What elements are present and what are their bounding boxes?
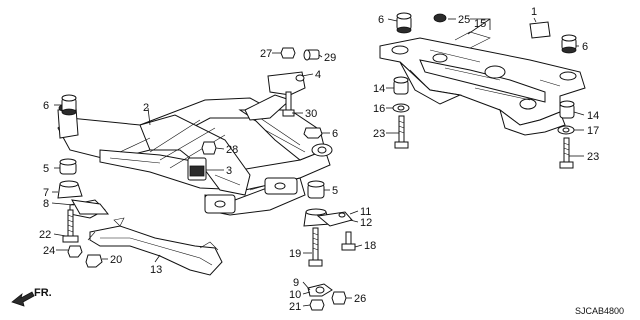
callout-20: 20 xyxy=(110,254,122,266)
callout-13: 13 xyxy=(150,264,162,276)
stopper-7 xyxy=(57,180,83,199)
callout-8: 8 xyxy=(43,198,49,210)
label-sticker-1 xyxy=(529,21,551,39)
callout-14-left: 14 xyxy=(373,83,385,95)
bolt-28 xyxy=(201,141,217,155)
callout-22: 22 xyxy=(39,229,51,241)
callout-1: 1 xyxy=(531,6,537,18)
bushing-5-right xyxy=(307,180,325,199)
bolt-26 xyxy=(331,291,347,305)
bracket-3 xyxy=(187,157,207,181)
callout-6-left: 6 xyxy=(43,100,49,112)
callout-11: 11 xyxy=(360,206,371,218)
callout-15: 15 xyxy=(474,18,486,30)
callout-17: 17 xyxy=(587,125,599,137)
callout-30: 30 xyxy=(305,108,317,120)
bushing-14-right xyxy=(559,100,575,119)
callout-23-left: 23 xyxy=(373,128,385,140)
bolt-30 xyxy=(282,91,295,117)
bushing-6-left xyxy=(61,94,77,116)
diagram-code: SJCAB4800 xyxy=(575,306,624,316)
callout-labels: 2 6 5 7 8 22 24 20 13 28 3 27 29 4 30 6 … xyxy=(39,6,599,313)
bushing-5-left xyxy=(59,158,77,175)
callout-7: 7 xyxy=(43,187,49,199)
front-subframe-15 xyxy=(379,31,586,136)
bolt-18 xyxy=(341,231,356,251)
callout-25: 25 xyxy=(458,14,470,26)
callout-19: 19 xyxy=(289,248,301,260)
callout-14-right: 14 xyxy=(587,110,599,122)
bushing-14-left xyxy=(393,76,409,95)
callout-23-right: 23 xyxy=(587,151,599,163)
callout-21: 21 xyxy=(289,301,301,313)
callout-4: 4 xyxy=(315,69,321,81)
callout-27: 27 xyxy=(260,48,272,60)
bolt-23-right xyxy=(559,137,574,169)
callout-26: 26 xyxy=(354,293,366,305)
callout-6-center: 6 xyxy=(332,128,338,140)
front-arrow-icon xyxy=(11,291,35,307)
washer-17 xyxy=(557,125,575,135)
bushing-6-top-right xyxy=(561,34,577,54)
bushing-25 xyxy=(433,13,447,23)
callout-12: 12 xyxy=(360,217,372,229)
bushing-6-top-left xyxy=(396,12,412,34)
bolt-19 xyxy=(308,227,323,267)
nut-27 xyxy=(280,47,296,59)
callout-2: 2 xyxy=(143,102,149,114)
front-direction-indicator: FR. xyxy=(11,287,52,307)
leader-lines xyxy=(51,17,585,307)
callout-10: 10 xyxy=(289,289,301,301)
callout-24: 24 xyxy=(43,245,55,257)
washer-16 xyxy=(392,103,410,113)
callout-16: 16 xyxy=(373,103,385,115)
callout-5-left: 5 xyxy=(43,163,49,175)
callout-28: 28 xyxy=(226,144,238,156)
callout-18: 18 xyxy=(364,240,376,252)
clamp-9-10 xyxy=(307,283,333,297)
nut-6-center xyxy=(303,127,323,139)
callout-29: 29 xyxy=(324,52,336,64)
bolt-29 xyxy=(303,49,320,61)
stiffener-13 xyxy=(87,217,223,276)
plate-12 xyxy=(316,211,353,227)
bolt-20 xyxy=(85,254,103,268)
nut-21 xyxy=(309,299,325,311)
callout-9: 9 xyxy=(293,277,299,289)
callout-6-top-left: 6 xyxy=(378,14,384,26)
callout-3: 3 xyxy=(226,165,232,177)
bolt-23-left xyxy=(394,115,409,149)
bolt-22 xyxy=(62,209,79,243)
nut-24 xyxy=(67,245,83,258)
callout-5-right: 5 xyxy=(332,185,338,197)
plate-8 xyxy=(71,199,110,215)
front-label: FR. xyxy=(34,287,52,299)
callout-6-top-right: 6 xyxy=(582,41,588,53)
